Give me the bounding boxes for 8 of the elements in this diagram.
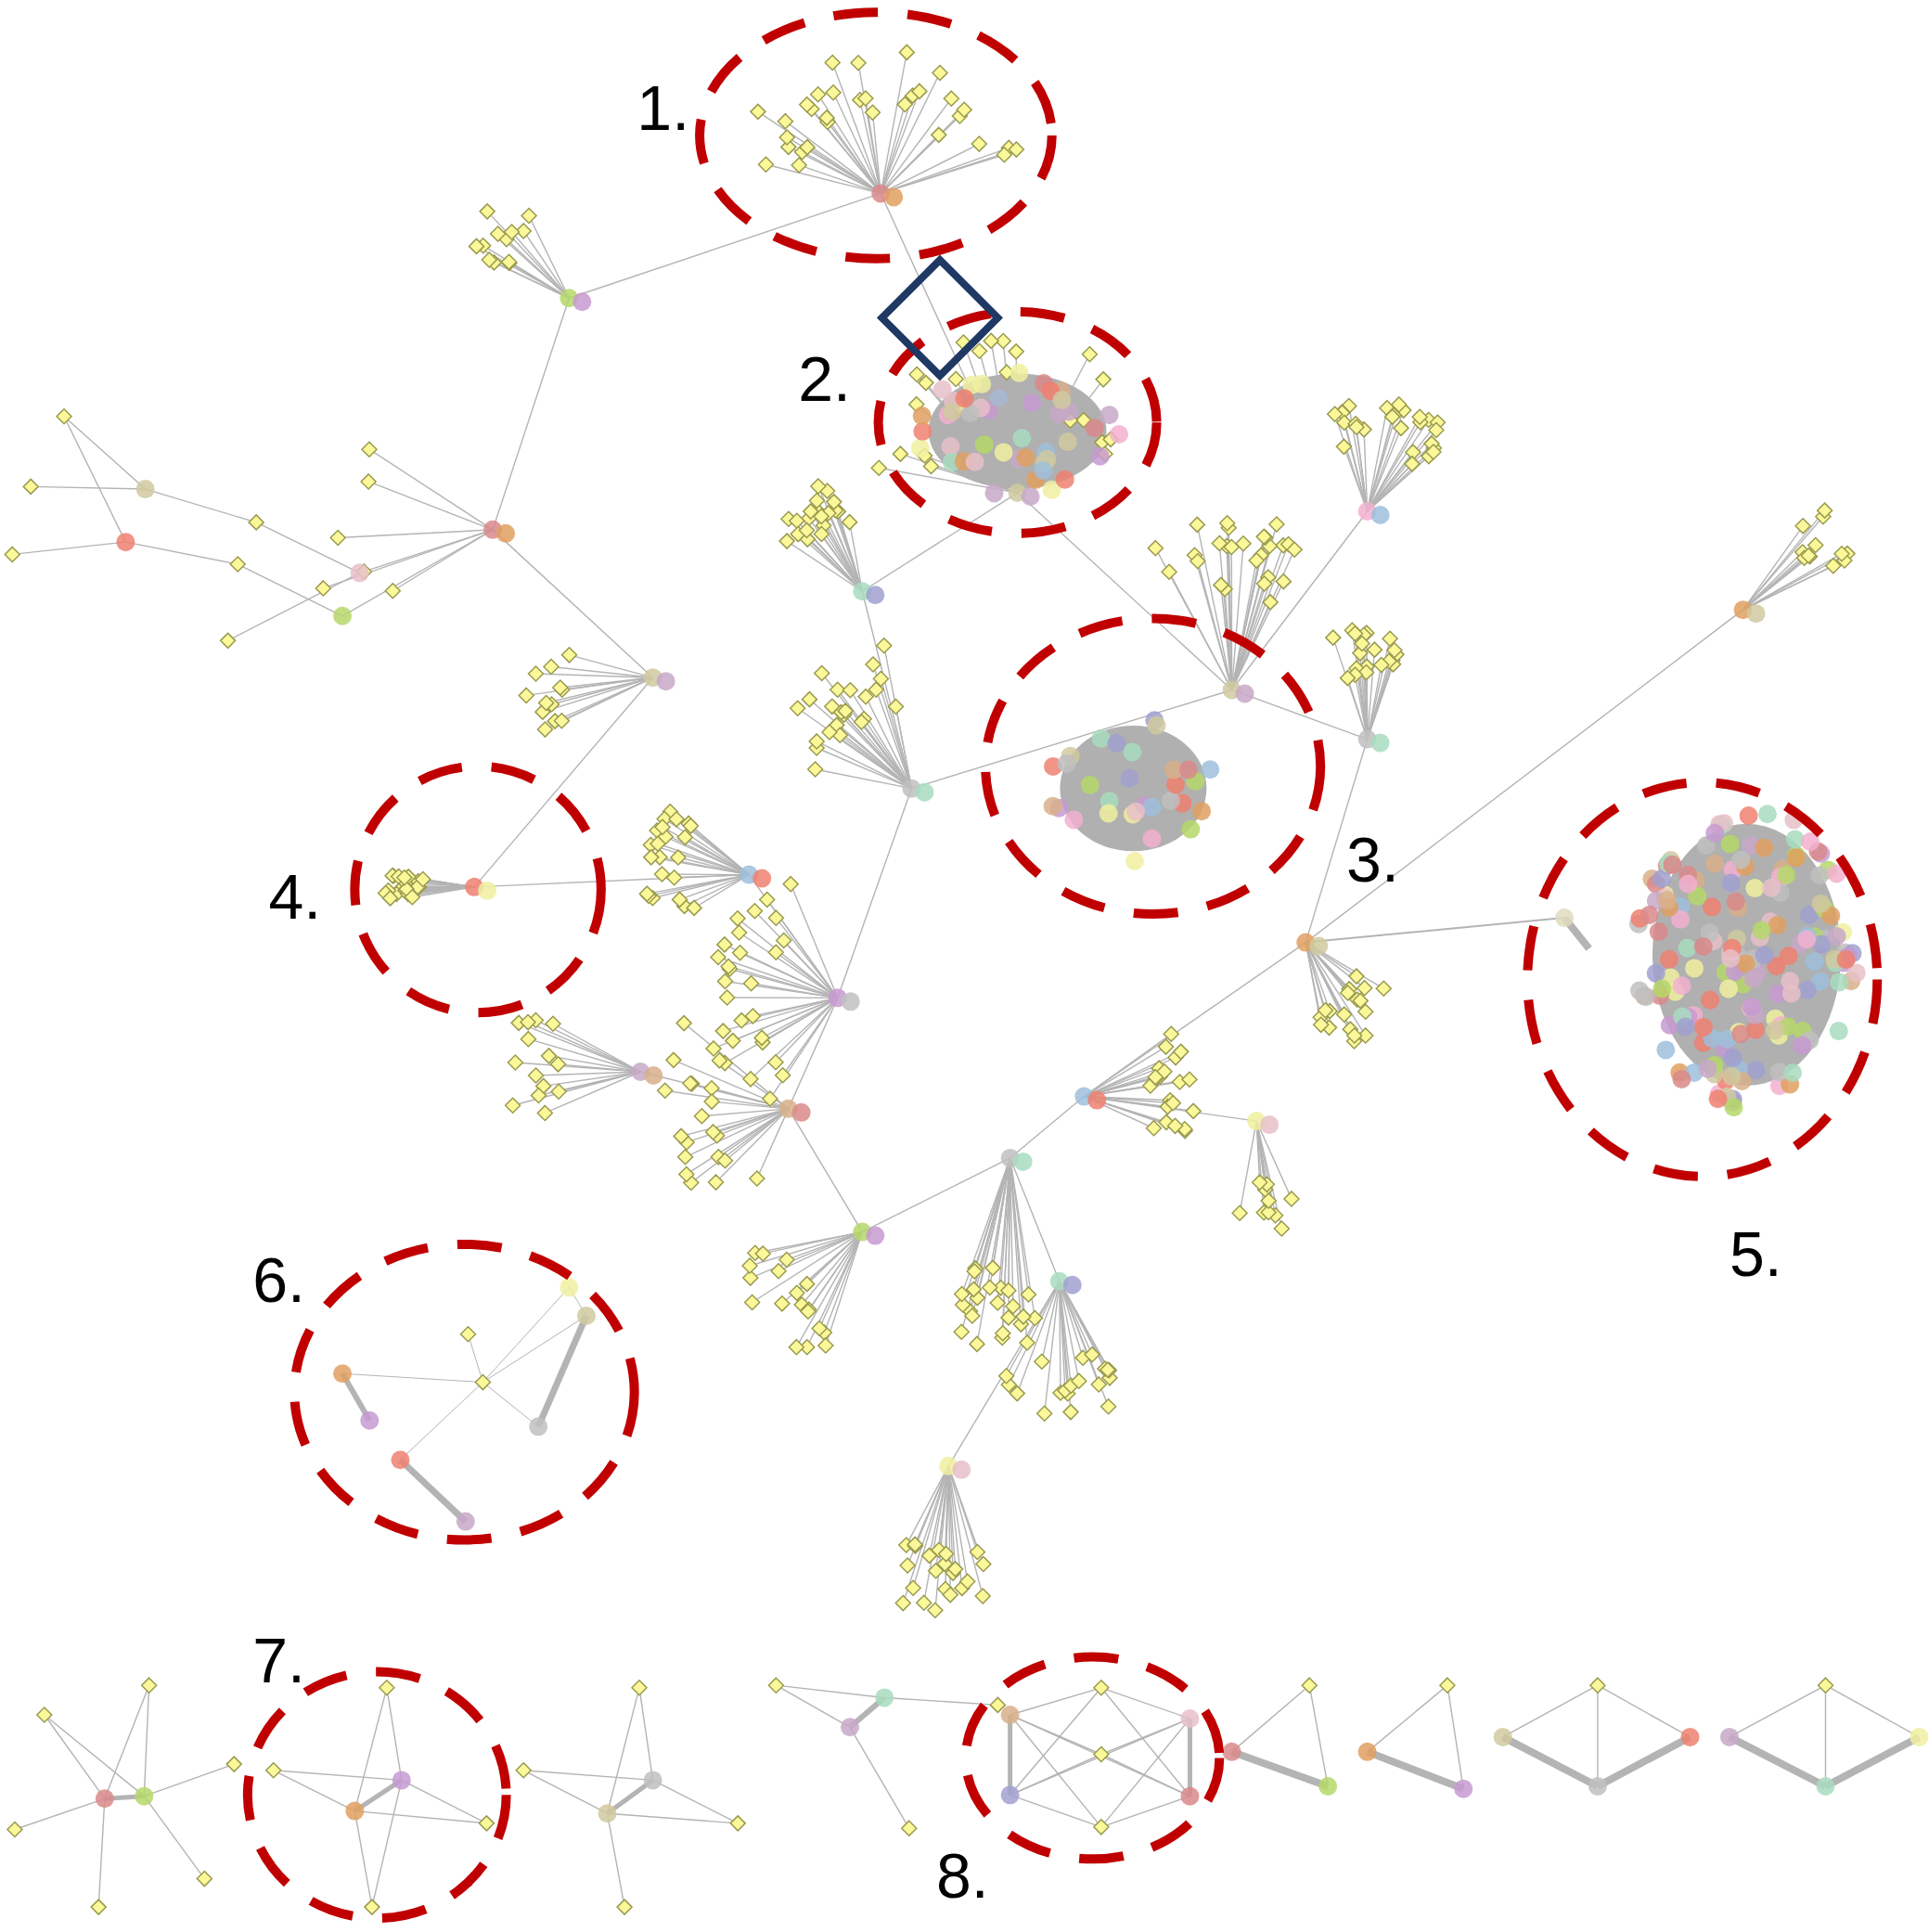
callout-number: 8.	[935, 1844, 989, 1908]
callout-number: 1.	[637, 76, 690, 140]
callout-number: 2.	[798, 347, 851, 411]
callout-number: 3.	[1346, 828, 1399, 892]
callout-number: 5.	[1729, 1221, 1782, 1285]
callout-number: 4.	[268, 864, 322, 928]
callout-number: 6.	[252, 1247, 305, 1311]
callout-number: 7.	[252, 1629, 305, 1693]
